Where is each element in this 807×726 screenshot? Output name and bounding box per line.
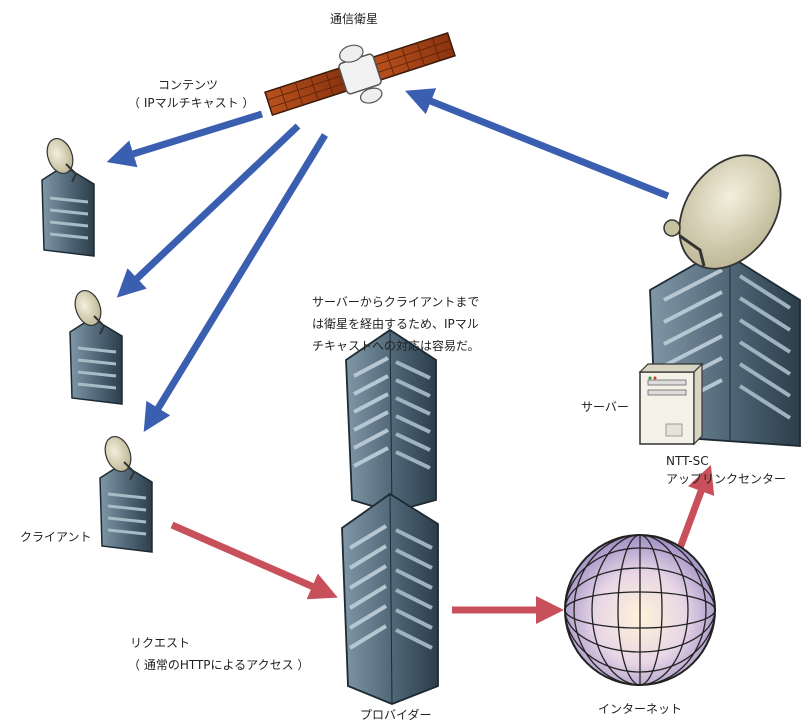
client-building-3: [99, 435, 153, 553]
note-line3: チキャストへの対応は容易だ。: [312, 339, 480, 353]
internet-globe-icon: [564, 534, 716, 686]
satellite-label: 通信衛星: [330, 12, 379, 26]
provider-label: プロバイダー: [360, 708, 432, 722]
client-building-2: [69, 289, 123, 405]
arrow-internet-to-center: [676, 464, 715, 550]
server-label: サーバー: [581, 400, 629, 414]
arrow-client-to-provider: [170, 521, 338, 600]
client-building-1: [41, 137, 95, 257]
note-line2: は衛星を経由するため、IPマル: [312, 317, 479, 331]
provider-building: [341, 328, 439, 705]
request-arrows: [170, 464, 715, 624]
center-label: NTT-SC アップリンクセンター: [666, 452, 786, 488]
internet-label: インターネット: [598, 702, 683, 716]
request-label-line2: （ 通常のHTTPによるアクセス ）: [128, 658, 310, 672]
request-label-line1: リクエスト: [130, 636, 191, 650]
note-text: サーバーからクライアントまで は衛星を経由するため、IPマル チキャストへの対応…: [312, 291, 480, 357]
arrow-center-to-satellite: [405, 88, 670, 200]
satellite-dish-icon: [663, 154, 782, 270]
contents-label-line1: コンテンツ: [157, 78, 218, 92]
contents-label: コンテンツ （ IPマルチキャスト ）: [128, 76, 255, 112]
server-icon: [638, 362, 704, 446]
arrow-satellite-to-client-2: [116, 123, 301, 298]
satellite-icon: [264, 31, 456, 117]
multicast-arrows: [106, 88, 670, 432]
center-label-line2: アップリンクセンター: [666, 472, 787, 486]
note-line1: サーバーからクライアントまで: [312, 295, 480, 309]
arrow-satellite-to-client-1: [106, 110, 264, 168]
contents-label-line2: （ IPマルチキャスト ）: [128, 96, 255, 110]
request-label: リクエスト （ 通常のHTTPによるアクセス ）: [128, 634, 309, 674]
client-label: クライアント: [20, 530, 92, 544]
arrow-satellite-to-client-3: [143, 133, 328, 432]
center-label-line1: NTT-SC: [666, 454, 709, 468]
